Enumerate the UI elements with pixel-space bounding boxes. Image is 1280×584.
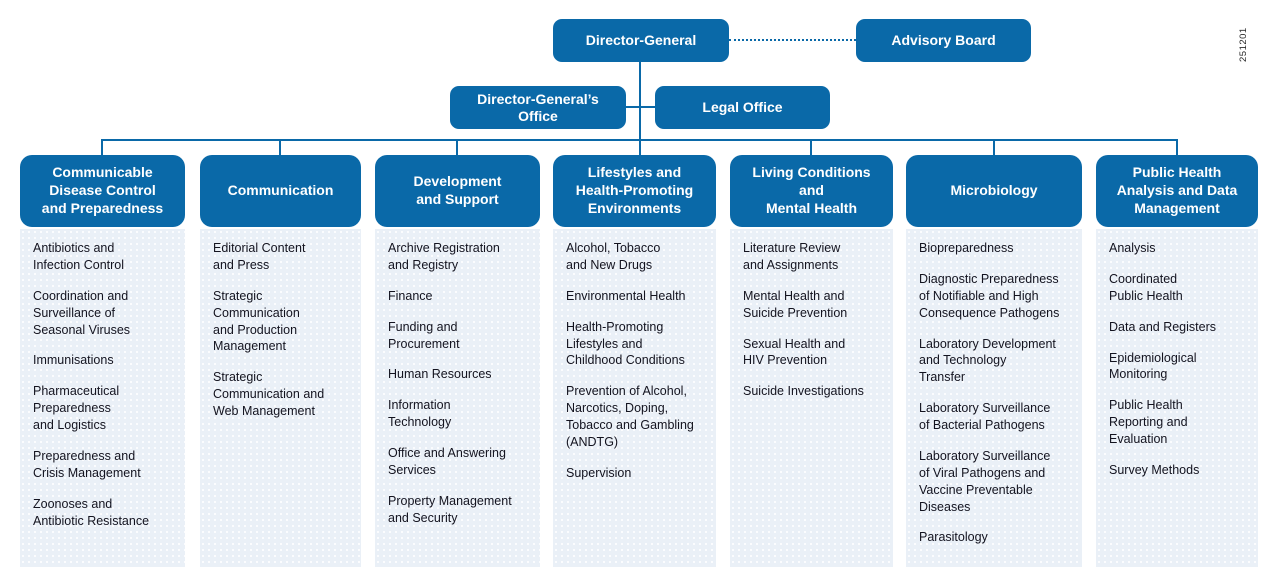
unit-item: Pharmaceutical Preparedness and Logistic… <box>33 384 120 432</box>
department-column-communication: Communication Editorial Content and Pres… <box>200 155 361 567</box>
department-unit-list: Antibiotics and Infection Control Coordi… <box>20 229 185 567</box>
node-advisory-board: Advisory Board <box>856 19 1031 62</box>
department-column-living-conditions: Living Conditions and Mental Health Lite… <box>730 155 893 567</box>
connector-stem <box>639 62 641 156</box>
department-unit-list: Alcohol, Tobacco and New Drugs Environme… <box>553 229 716 567</box>
unit-item: Laboratory Development and Technology Tr… <box>919 336 1056 385</box>
department-column-development-support: Development and Support Archive Registra… <box>375 155 540 567</box>
unit-item: Mental Health and Suicide Prevention <box>743 288 848 320</box>
unit-item: Zoonoses and Antibiotic Resistance <box>33 496 150 528</box>
department-header: Public Health Analysis and Data Manageme… <box>1096 155 1258 227</box>
unit-item: Archive Registration and Registry <box>388 241 500 272</box>
node-director-general: Director-General <box>553 19 729 62</box>
unit-item: Prevention of Alcohol, Narcotics, Doping… <box>566 384 694 449</box>
unit-item: Information Technology <box>388 398 452 430</box>
department-unit-list: Editorial Content and Press Strategic Co… <box>200 229 361 567</box>
unit-item: Antibiotics and Infection Control <box>33 241 125 272</box>
department-column-microbiology: Microbiology Biopreparedness Diagnostic … <box>906 155 1082 567</box>
unit-item: Finance <box>388 288 433 303</box>
connector-drop-1 <box>101 139 103 156</box>
unit-item: Suicide Investigations <box>743 384 864 399</box>
unit-item: Editorial Content and Press <box>213 241 306 272</box>
department-unit-list: Biopreparedness Diagnostic Preparedness … <box>906 229 1082 567</box>
connector-offices <box>624 106 657 108</box>
unit-item: Preparedness and Crisis Management <box>33 448 141 480</box>
unit-item: Laboratory Surveillance of Viral Pathoge… <box>919 448 1051 514</box>
department-header: Lifestyles and Health-Promoting Environm… <box>553 155 716 227</box>
department-unit-list: Archive Registration and Registry Financ… <box>375 229 540 567</box>
department-unit-list: Analysis Coordinated Public Health Data … <box>1096 229 1258 567</box>
unit-item: Diagnostic Preparedness of Notifiable an… <box>919 271 1060 320</box>
unit-item: Biopreparedness <box>919 241 1014 255</box>
unit-item: Supervision <box>566 465 632 480</box>
node-legal-office: Legal Office <box>655 86 830 129</box>
department-column-lifestyles: Lifestyles and Health-Promoting Environm… <box>553 155 716 567</box>
department-unit-list: Literature Review and Assignments Mental… <box>730 229 893 567</box>
department-column-public-health-analysis: Public Health Analysis and Data Manageme… <box>1096 155 1258 567</box>
department-column-communicable-disease: Communicable Disease Control and Prepare… <box>20 155 185 567</box>
unit-item: Immunisations <box>33 353 114 368</box>
connector-departments-horizontal <box>101 139 1178 141</box>
unit-item: Office and Answering Services <box>388 446 506 477</box>
connector-drop-2 <box>279 139 281 156</box>
unit-item: Survey Methods <box>1109 462 1200 477</box>
department-header: Development and Support <box>375 155 540 227</box>
connector-drop-7 <box>1176 139 1178 156</box>
department-header: Living Conditions and Mental Health <box>730 155 893 227</box>
unit-item: Sexual Health and HIV Prevention <box>743 336 846 368</box>
unit-item: Human Resources <box>388 367 492 382</box>
unit-item: Literature Review and Assignments <box>743 241 841 272</box>
unit-item: Epidemiological Monitoring <box>1109 350 1197 382</box>
unit-item: Health-Promoting Lifestyles and Childhoo… <box>566 319 685 368</box>
connector-dotted-advisory <box>729 39 856 41</box>
unit-item: Coordination and Surveillance of Seasona… <box>33 288 131 337</box>
department-header: Microbiology <box>906 155 1082 227</box>
unit-item: Funding and Procurement <box>388 319 460 351</box>
connector-drop-3 <box>456 139 458 156</box>
department-header: Communicable Disease Control and Prepare… <box>20 155 185 227</box>
unit-item: Parasitology <box>919 530 988 545</box>
unit-item: Data and Registers <box>1109 319 1217 334</box>
unit-item: Strategic Communication and Web Manageme… <box>213 370 325 418</box>
document-code: 251201 <box>1238 27 1249 62</box>
unit-item: Laboratory Surveillance of Bacterial Pat… <box>919 401 1051 432</box>
connector-drop-6 <box>993 139 995 156</box>
unit-item: Public Health Reporting and Evaluation <box>1109 398 1188 446</box>
unit-item: Property Management and Security <box>388 493 512 525</box>
unit-item: Environmental Health <box>566 288 686 303</box>
connector-drop-5 <box>810 139 812 156</box>
node-director-generals-office: Director-General’s Office <box>450 86 626 129</box>
unit-item: Strategic Communication and Production M… <box>213 288 300 354</box>
unit-item: Alcohol, Tobacco and New Drugs <box>566 241 661 272</box>
department-header: Communication <box>200 155 361 227</box>
unit-item: Coordinated Public Health <box>1109 271 1183 303</box>
unit-item: Analysis <box>1109 241 1156 255</box>
